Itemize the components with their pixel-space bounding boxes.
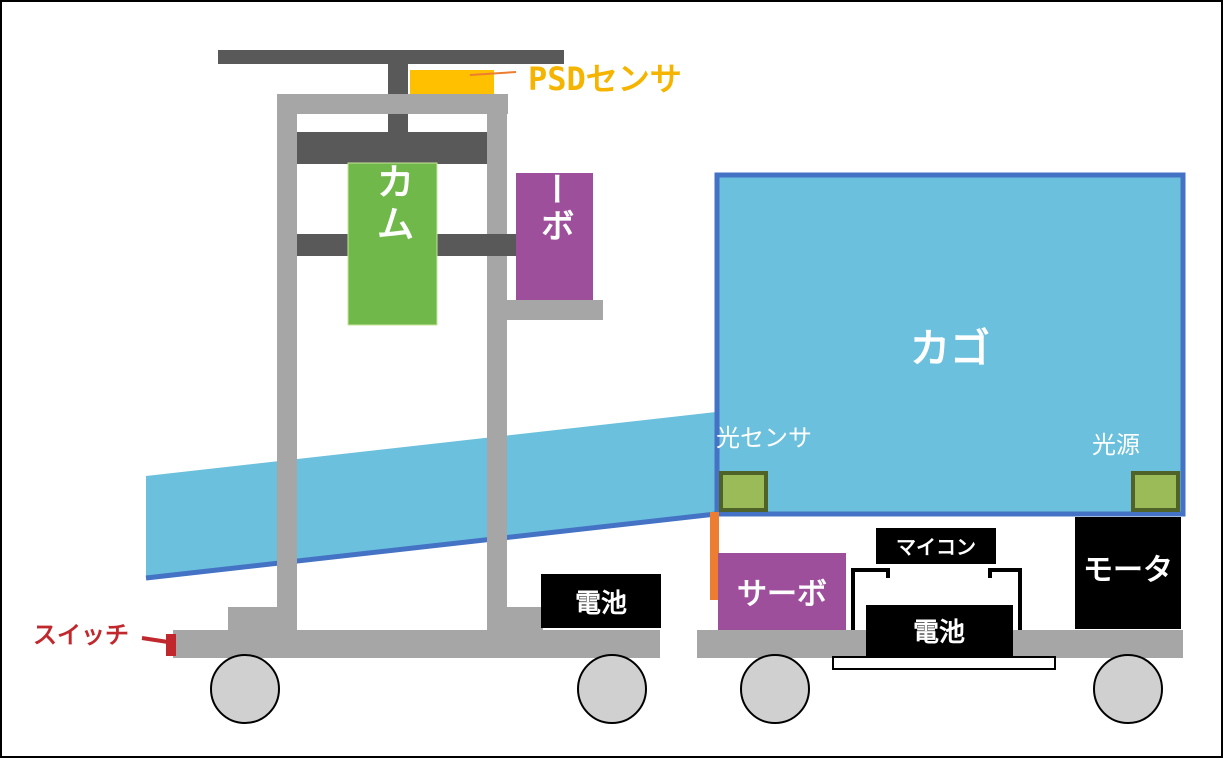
servo-shelf — [497, 300, 603, 320]
battery-right-label: 電池 — [913, 618, 965, 648]
servo-bottom-label: サーボ — [737, 577, 827, 612]
switch-block — [166, 634, 176, 656]
servo-top-block — [516, 173, 593, 300]
basket-block — [714, 172, 1186, 517]
frame-top-bar — [277, 94, 508, 114]
frame-right-foot — [507, 607, 543, 633]
cam-holder — [297, 132, 487, 164]
light-source-block — [1131, 471, 1180, 512]
microcontroller-block — [876, 528, 996, 564]
frame-left-pillar — [277, 94, 297, 634]
motor-label: モータ — [1083, 553, 1173, 588]
servo-top-label: サーボ — [534, 136, 574, 244]
orange-bar — [710, 512, 719, 600]
wheel-right-rear — [1093, 654, 1163, 724]
wheel-left-front — [210, 654, 280, 724]
battery-left-block — [541, 574, 661, 628]
cam-block — [347, 162, 438, 326]
frame-left-foot — [228, 607, 278, 633]
left-base-plate — [173, 630, 660, 658]
servo-bottom-block — [718, 553, 846, 631]
left-frame — [173, 50, 660, 658]
switch-label: スイッチ — [33, 621, 129, 649]
psd-sensor-label: PSDセンサ — [528, 60, 682, 98]
switch-leader — [141, 636, 169, 644]
frame-right-pillar — [487, 94, 507, 634]
battery-right-block — [866, 605, 1013, 657]
light-source-label: 光源 — [1092, 431, 1140, 459]
battery-bracket-right — [988, 568, 1022, 652]
psd-sensor-leader — [469, 71, 517, 76]
cam-label: カム — [370, 162, 414, 246]
light-sensor-block — [719, 471, 768, 512]
microcontroller-label: マイコン — [896, 535, 976, 559]
top-plate — [218, 50, 564, 64]
motor-block — [1075, 517, 1181, 629]
light-sensor-label: 光センサ — [716, 424, 812, 452]
wheel-right-front — [740, 654, 810, 724]
battery-left-label: 電池 — [575, 589, 627, 619]
battery-tray — [832, 656, 1056, 670]
basket-label: カゴ — [910, 326, 990, 372]
ramp-bottom-edge — [145, 511, 717, 581]
battery-bracket-left — [851, 568, 890, 652]
wheel-left-rear — [577, 654, 647, 724]
